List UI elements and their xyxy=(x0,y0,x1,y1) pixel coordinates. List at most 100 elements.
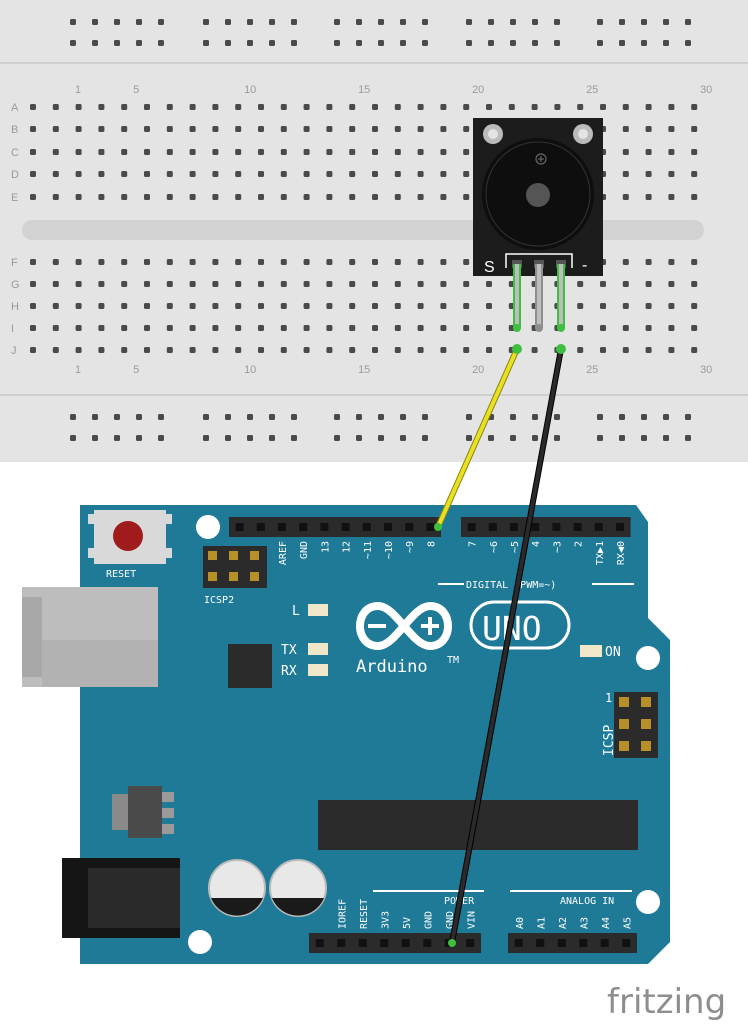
breadboard-hole[interactable] xyxy=(691,194,698,200)
breadboard-hole[interactable] xyxy=(417,325,424,331)
rail-hole[interactable] xyxy=(158,19,164,25)
breadboard-hole[interactable] xyxy=(235,171,242,177)
breadboard-hole[interactable] xyxy=(121,194,128,200)
breadboard-hole[interactable] xyxy=(258,104,264,110)
header-pin[interactable] xyxy=(536,939,545,947)
breadboard-hole[interactable] xyxy=(75,325,82,331)
rail-hole[interactable] xyxy=(422,40,428,46)
breadboard-hole[interactable] xyxy=(212,281,219,287)
rail-hole[interactable] xyxy=(554,40,560,46)
rail-hole[interactable] xyxy=(334,19,340,25)
breadboard-hole[interactable] xyxy=(486,325,492,331)
buzzer-module[interactable]: S - xyxy=(473,118,603,276)
breadboard-hole[interactable] xyxy=(486,104,492,110)
rail-hole[interactable] xyxy=(158,414,164,420)
breadboard-hole[interactable] xyxy=(235,259,242,265)
breadboard-hole[interactable] xyxy=(600,281,606,287)
rail-hole[interactable] xyxy=(510,19,516,25)
breadboard-hole[interactable] xyxy=(144,149,150,155)
header-pin[interactable] xyxy=(341,523,350,531)
breadboard-hole[interactable] xyxy=(30,347,36,353)
breadboard-hole[interactable] xyxy=(440,126,447,132)
breadboard-hole[interactable] xyxy=(645,149,652,155)
breadboard-hole[interactable] xyxy=(166,194,173,200)
breadboard-hole[interactable] xyxy=(121,303,128,309)
breadboard-hole[interactable] xyxy=(622,171,629,177)
breadboard-hole[interactable] xyxy=(645,126,652,132)
breadboard-hole[interactable] xyxy=(144,347,150,353)
breadboard-hole[interactable] xyxy=(189,126,196,132)
breadboard-hole[interactable] xyxy=(144,171,150,177)
breadboard-hole[interactable] xyxy=(668,347,675,353)
breadboard-hole[interactable] xyxy=(622,325,629,331)
rail-hole[interactable] xyxy=(532,435,538,441)
breadboard-hole[interactable] xyxy=(417,303,424,309)
breadboard-hole[interactable] xyxy=(280,325,287,331)
header-pin[interactable] xyxy=(466,939,475,947)
breadboard-hole[interactable] xyxy=(303,259,310,265)
rail-hole[interactable] xyxy=(400,40,406,46)
icsp-pin[interactable] xyxy=(641,697,651,707)
breadboard-hole[interactable] xyxy=(280,104,287,110)
rail-hole[interactable] xyxy=(510,435,516,441)
header-pin[interactable] xyxy=(362,523,371,531)
breadboard-hole[interactable] xyxy=(303,126,310,132)
breadboard-hole[interactable] xyxy=(668,303,675,309)
rail-hole[interactable] xyxy=(203,414,209,420)
breadboard-hole[interactable] xyxy=(600,104,606,110)
breadboard-hole[interactable] xyxy=(440,171,447,177)
breadboard-hole[interactable] xyxy=(645,194,652,200)
rail-hole[interactable] xyxy=(247,40,253,46)
breadboard-hole[interactable] xyxy=(463,281,470,287)
breadboard-hole[interactable] xyxy=(166,281,173,287)
breadboard-hole[interactable] xyxy=(349,259,356,265)
breadboard-hole[interactable] xyxy=(258,347,264,353)
breadboard-hole[interactable] xyxy=(98,347,105,353)
breadboard-hole[interactable] xyxy=(189,171,196,177)
breadboard-hole[interactable] xyxy=(349,104,356,110)
breadboard-hole[interactable] xyxy=(303,303,310,309)
breadboard-hole[interactable] xyxy=(463,149,470,155)
rail-hole[interactable] xyxy=(92,19,98,25)
breadboard-hole[interactable] xyxy=(440,259,447,265)
header-pin[interactable] xyxy=(315,939,324,947)
breadboard-hole[interactable] xyxy=(30,171,36,177)
breadboard-hole[interactable] xyxy=(463,171,470,177)
breadboard-hole[interactable] xyxy=(326,104,333,110)
icsp2-pin[interactable] xyxy=(250,572,259,581)
breadboard-hole[interactable] xyxy=(166,347,173,353)
rail-hole[interactable] xyxy=(225,19,231,25)
rail-hole[interactable] xyxy=(685,435,691,441)
icsp2-pin[interactable] xyxy=(208,551,217,560)
header-pin[interactable] xyxy=(401,939,410,947)
header-pin[interactable] xyxy=(488,523,497,531)
breadboard-hole[interactable] xyxy=(668,126,675,132)
rail-hole[interactable] xyxy=(641,414,647,420)
rail-hole[interactable] xyxy=(641,435,647,441)
breadboard-hole[interactable] xyxy=(258,194,264,200)
breadboard-hole[interactable] xyxy=(280,259,287,265)
rail-hole[interactable] xyxy=(269,40,275,46)
icsp-pin[interactable] xyxy=(641,741,651,751)
breadboard-hole[interactable] xyxy=(280,347,287,353)
breadboard-hole[interactable] xyxy=(235,149,242,155)
breadboard-hole[interactable] xyxy=(98,194,105,200)
breadboard-hole[interactable] xyxy=(622,104,629,110)
breadboard-hole[interactable] xyxy=(417,281,424,287)
rail-hole[interactable] xyxy=(136,40,142,46)
header-pin[interactable] xyxy=(256,523,265,531)
rail-hole[interactable] xyxy=(532,414,538,420)
breadboard-hole[interactable] xyxy=(258,325,264,331)
breadboard-hole[interactable] xyxy=(372,104,378,110)
breadboard-hole[interactable] xyxy=(30,126,36,132)
header-pin[interactable] xyxy=(557,939,566,947)
breadboard-hole[interactable] xyxy=(645,303,652,309)
rail-hole[interactable] xyxy=(466,435,472,441)
breadboard-hole[interactable] xyxy=(417,104,424,110)
icsp2-pin[interactable] xyxy=(229,551,238,560)
breadboard-hole[interactable] xyxy=(166,171,173,177)
breadboard-hole[interactable] xyxy=(52,347,59,353)
rail-hole[interactable] xyxy=(70,19,76,25)
breadboard-hole[interactable] xyxy=(280,194,287,200)
breadboard-hole[interactable] xyxy=(30,281,36,287)
